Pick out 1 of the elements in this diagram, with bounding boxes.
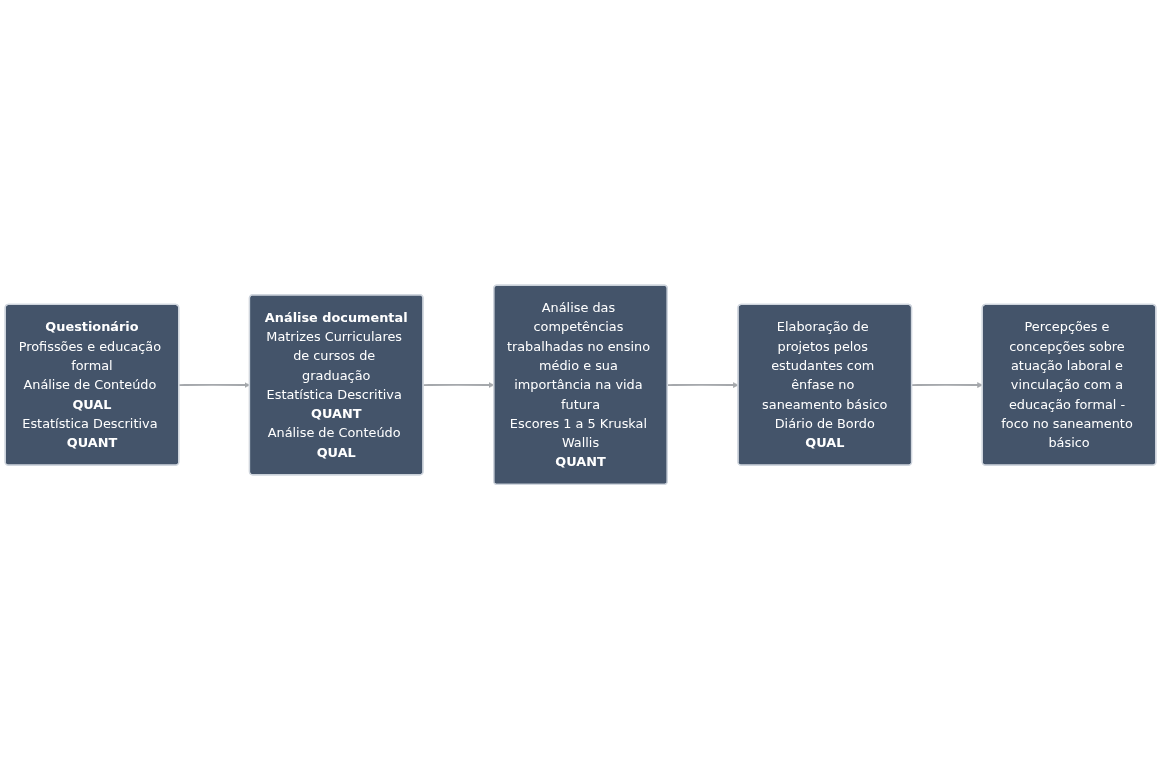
arrow — [178, 381, 250, 388]
